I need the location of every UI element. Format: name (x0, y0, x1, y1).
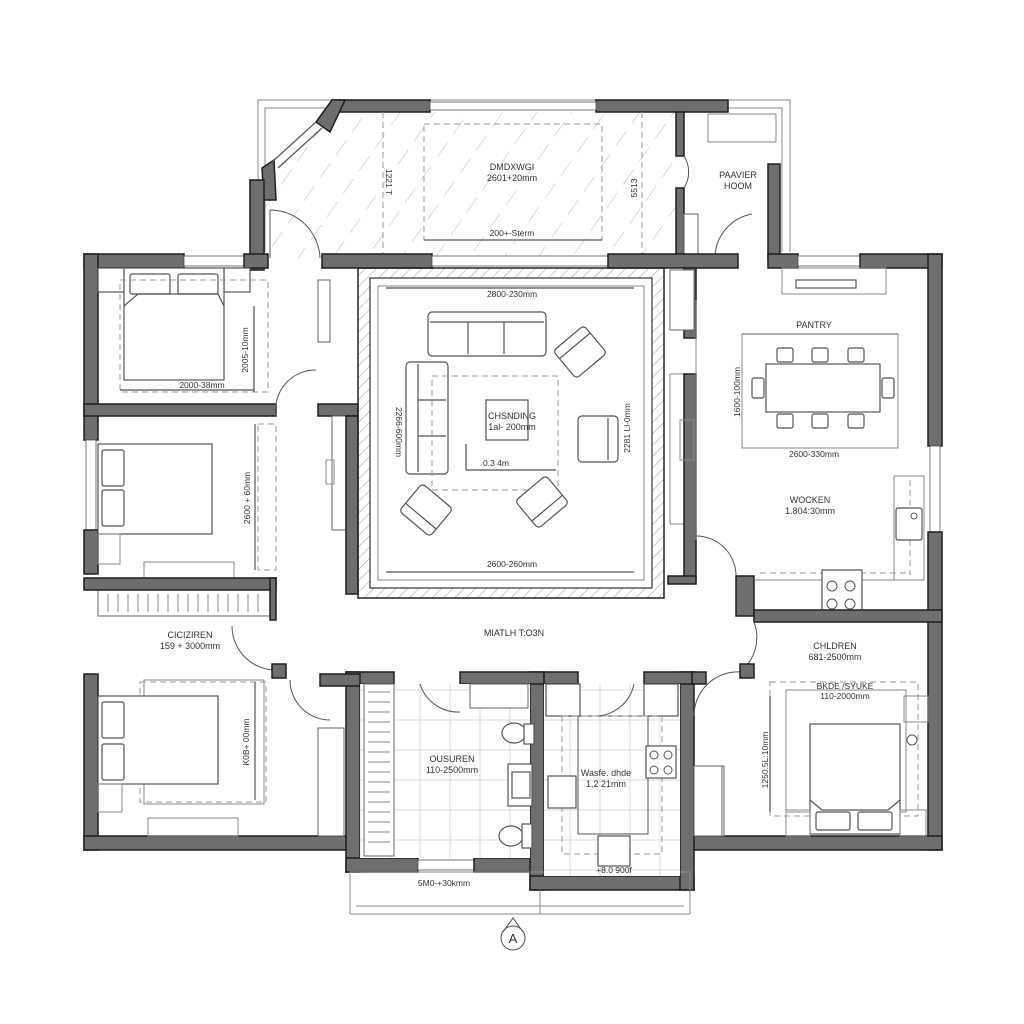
room-children-left (97, 625, 361, 837)
label-kitchen-name: WOCKEN (790, 495, 831, 505)
corridor-right (667, 267, 755, 617)
dim-pantry-side: 1600-100mm (732, 367, 742, 417)
label-children-right-inner-name: BKDE /SYUKE (817, 681, 874, 691)
dim-children-right-v: 1250.5L:10mm (760, 732, 770, 789)
label-dining-top-dim: 2601+20mm (487, 173, 537, 183)
room-pantry (695, 267, 899, 540)
label-children-right-dim: 681-2500mm (808, 652, 861, 662)
label-hall: MIATLH T:O3N (484, 628, 544, 638)
label-bathroom-dim: 110-2500mm (426, 765, 478, 775)
dim-living-bottom: 2600-260mm (487, 559, 537, 569)
label-living-dim: 1al- 200mm (488, 422, 536, 432)
dim-living-left: 2266-600mm (394, 407, 404, 457)
room-children-right (691, 621, 929, 837)
room-bedroom-2 (97, 415, 359, 595)
balcony (349, 871, 691, 915)
label-powder-line2: HOOM (724, 181, 752, 191)
label-pantry-name: PANTRY (796, 320, 832, 330)
label-dining-top-name: DMDXWGI (490, 162, 535, 172)
dim-living-right: 2281 Ll-0mm (622, 403, 632, 453)
dim-children-left-v: K0B+ 00mm (241, 718, 251, 765)
label-living-name: CHSNDING (488, 411, 536, 421)
room-living (357, 267, 665, 599)
label-powder-line1: PAAVIER (719, 170, 757, 180)
dim-living-rug: 0.3 4m (483, 458, 509, 468)
dim-dining-top-left: 1221 T (384, 169, 394, 195)
room-dining-top (249, 99, 791, 271)
dim-dining-top-right: 5513 (629, 178, 639, 197)
label-children-left-dim: 159 + 3000mm (160, 641, 220, 651)
room-kitchen (753, 475, 943, 623)
dim-dining-top-width: 200+-Sterm (490, 228, 535, 238)
room-bathroom (360, 683, 535, 858)
label-laundry-name: Wasfe. dhde (581, 768, 631, 778)
wardrobe-strip-left (83, 577, 277, 621)
section-marker-label: A (509, 931, 518, 946)
label-laundry-dim: 1.2 21mm (586, 779, 626, 789)
room-powder (683, 113, 781, 261)
room-laundry (544, 683, 723, 876)
dim-living-top: 2800-230mm (487, 289, 537, 299)
label-laundry-sink-note: +8.0 900f (596, 865, 632, 875)
room-bedroom-1 (83, 267, 359, 417)
dim-bedroom-1-v: 2005-10mm (240, 327, 250, 372)
dim-bedroom-2-v: 2600 + 60mm (242, 472, 252, 524)
dim-balcony: 5M0-+30kmm (418, 878, 470, 888)
dim-bedroom-1-h: 2000-38mm (179, 380, 224, 390)
label-kitchen-dim: 1.804:30mm (785, 506, 835, 516)
label-bathroom-name: OUSUREN (429, 754, 474, 764)
section-marker: A (500, 917, 526, 951)
label-children-right-name: CHLDREN (813, 641, 857, 651)
dim-pantry-table: 2600-330mm (789, 449, 839, 459)
label-children-left-name: CICIZIREN (168, 630, 213, 640)
outer-walls (83, 253, 943, 891)
label-children-right-inner-dim: 110-2000mm (820, 691, 869, 701)
